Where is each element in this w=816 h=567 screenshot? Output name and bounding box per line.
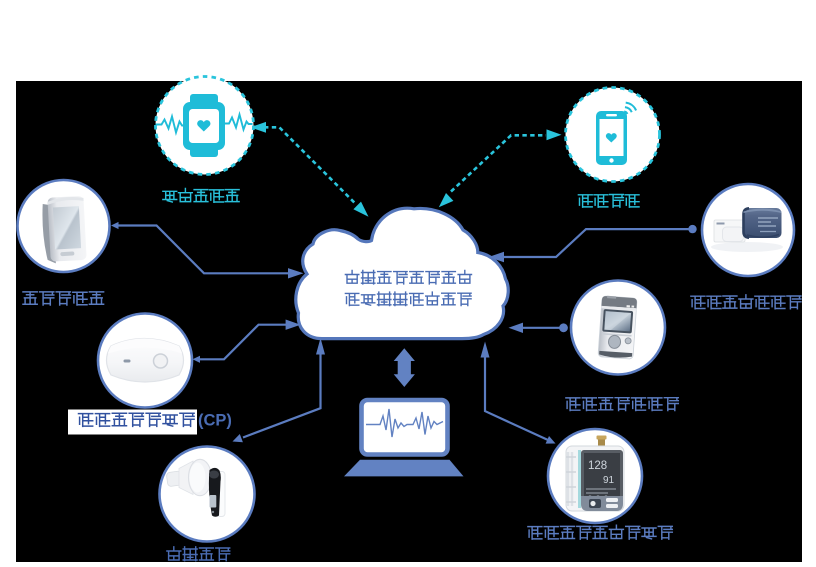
svg-text:128: 128 [588,460,607,472]
svg-text:(CP): (CP) [198,412,232,430]
svg-text:91: 91 [603,475,615,486]
